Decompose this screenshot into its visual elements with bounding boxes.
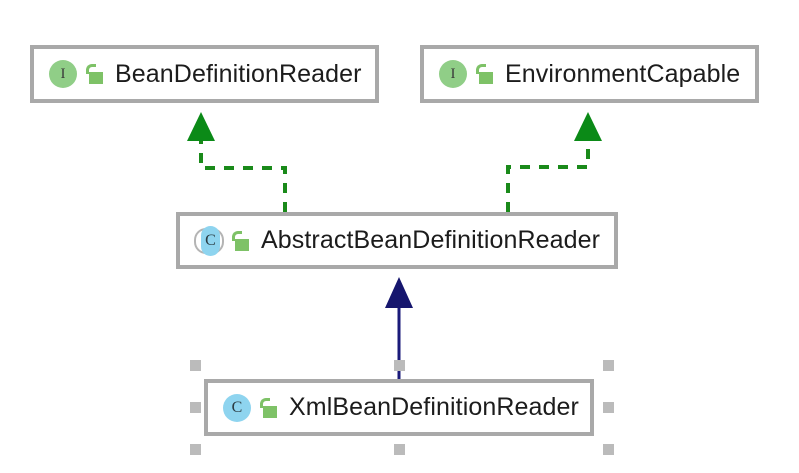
edge-realization-right[interactable]	[506, 112, 602, 212]
abstract-class-icon-capsule: C	[201, 225, 220, 256]
abstract-class-icon-letter: C	[205, 231, 216, 249]
class-icon-circle: C	[223, 393, 251, 422]
padlock-body	[235, 238, 249, 251]
edge-realization-left-arrowhead	[187, 112, 215, 141]
padlock-shackle	[86, 64, 96, 74]
public-padlock-icon	[476, 64, 494, 84]
edge-realization-left[interactable]	[187, 112, 287, 212]
interface-icon-circle: I	[439, 60, 467, 88]
selection-handle-sw[interactable]	[190, 444, 201, 455]
selection-handle-n[interactable]	[394, 360, 405, 371]
class-node-abstract-bean-definition-reader[interactable]: C AbstractBeanDefinitionReader	[176, 212, 618, 269]
class-node-bean-definition-reader[interactable]: I BeanDefinitionReader	[30, 45, 379, 103]
padlock-shackle	[260, 397, 270, 408]
interface-icon-circle: I	[49, 60, 77, 88]
selection-handle-ne[interactable]	[603, 360, 614, 371]
class-node-label: XmlBeanDefinitionReader	[289, 393, 579, 421]
public-padlock-icon	[232, 230, 250, 251]
class-node-label: EnvironmentCapable	[505, 59, 741, 88]
selection-handle-se[interactable]	[603, 444, 614, 455]
selection-handle-e[interactable]	[603, 402, 614, 413]
selection-handle-nw[interactable]	[190, 360, 201, 371]
interface-icon: I	[438, 59, 468, 89]
interface-icon-letter: I	[450, 65, 456, 82]
class-icon-letter: C	[231, 398, 243, 416]
selection-handle-w[interactable]	[190, 402, 201, 413]
abstract-class-icon: C	[194, 225, 224, 256]
interface-icon-letter: I	[60, 65, 66, 82]
interface-icon: I	[48, 59, 78, 89]
public-padlock-icon	[260, 397, 278, 418]
padlock-shackle	[232, 230, 242, 241]
class-node-label: AbstractBeanDefinitionReader	[261, 226, 601, 254]
class-node-environment-capable[interactable]: I EnvironmentCapable	[420, 45, 759, 103]
padlock-body	[89, 72, 103, 84]
edge-realization-right-line	[506, 140, 590, 212]
edge-realization-right-arrowhead	[574, 112, 602, 141]
selection-handle-s[interactable]	[394, 444, 405, 455]
public-padlock-icon	[86, 64, 104, 84]
padlock-shackle	[476, 64, 486, 74]
edge-inheritance-arrowhead	[385, 277, 413, 308]
class-icon: C	[222, 393, 252, 423]
padlock-body	[479, 72, 493, 84]
edge-realization-left-line	[199, 140, 287, 212]
class-node-xml-bean-definition-reader[interactable]: C XmlBeanDefinitionReader	[204, 379, 594, 436]
abstract-class-icon-left-arc	[194, 227, 206, 254]
class-node-label: BeanDefinitionReader	[115, 59, 362, 88]
padlock-body	[263, 405, 277, 418]
